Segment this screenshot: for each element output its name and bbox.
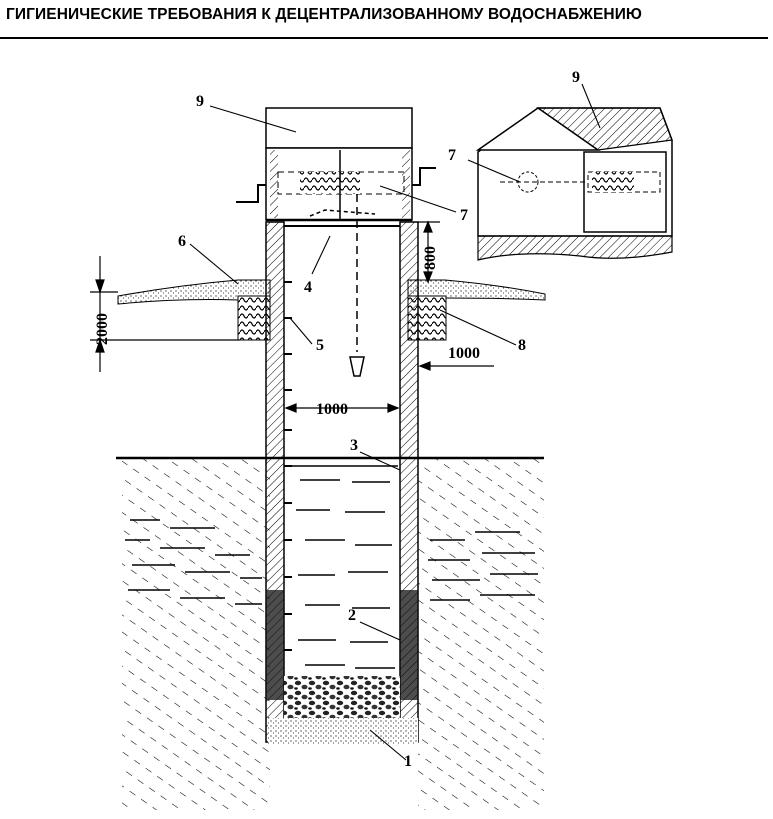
filter-bottom (268, 676, 418, 744)
dim-1000-shaft: 1000 (316, 401, 348, 418)
clay-castle (117, 279, 546, 341)
label-7-well: 7 (460, 207, 468, 224)
label-3: 3 (350, 437, 358, 454)
label-9-house: 9 (572, 69, 580, 86)
label-4: 4 (304, 279, 312, 296)
inset-house (475, 107, 673, 261)
dim-1000-castle: 1000 (448, 345, 480, 362)
label-7-house: 7 (448, 147, 456, 164)
dimension-lines (90, 220, 494, 413)
water (286, 465, 398, 669)
label-1: 1 (404, 753, 412, 770)
soil-hatch (116, 456, 544, 810)
well-walls (265, 221, 419, 743)
dim-800: 800 (422, 246, 439, 270)
dim-2000: 2000 (94, 313, 111, 345)
page-title: ГИГИЕНИЧЕСКИЕ ТРЕБОВАНИЯ К ДЕЦЕНТРАЛИЗОВ… (6, 6, 643, 23)
well-head (236, 107, 436, 377)
label-6: 6 (178, 233, 186, 250)
title-rule (0, 37, 768, 39)
label-2: 2 (348, 607, 356, 624)
label-9-well: 9 (196, 93, 204, 110)
label-8: 8 (518, 337, 526, 354)
label-5: 5 (316, 337, 324, 354)
leader-lines (189, 83, 601, 761)
aquifer-layers (125, 519, 538, 605)
